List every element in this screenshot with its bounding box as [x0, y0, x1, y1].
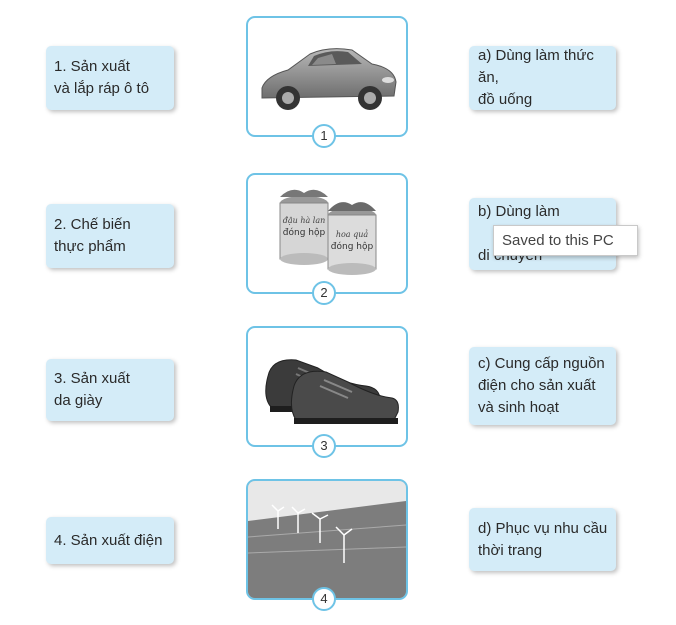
- right-item-c: c) Cung cấp nguồn điện cho sản xuất và s…: [469, 347, 616, 425]
- car-icon: [261, 48, 397, 110]
- picture-frame-2: đậu hà lan đóng hộp hoa quả đóng hộp 2: [246, 173, 408, 305]
- saved-tooltip: Saved to this PC: [493, 225, 638, 256]
- wind-turbine-icon: [248, 481, 406, 598]
- picture-frame-3: 3: [246, 326, 408, 458]
- can-2-label-top: hoa quả: [336, 230, 369, 239]
- can-1-label-bottom: đóng hộp: [283, 227, 326, 238]
- left-item-3: 3. Sản xuất da giày: [46, 359, 174, 421]
- right-item-d-text: d) Phục vụ nhu cầu thời trang: [478, 519, 608, 559]
- left-item-4: 4. Sản xuất điện: [46, 517, 174, 564]
- picture-frame-1: 1: [246, 16, 408, 148]
- picture-number-2: 2: [312, 281, 336, 305]
- left-item-2-text: 2. Chế biến thực phẩm: [54, 216, 131, 255]
- picture-number-1: 1: [312, 124, 336, 148]
- right-item-c-text: c) Cung cấp nguồn điện cho sản xuất và s…: [478, 355, 605, 416]
- right-item-a-text: a) Dùng làm thức ăn, đồ uống: [478, 47, 594, 108]
- right-item-a: a) Dùng làm thức ăn, đồ uống: [469, 46, 616, 110]
- left-item-2: 2. Chế biến thực phẩm: [46, 204, 174, 268]
- can-1-label-top: đậu hà lan: [283, 216, 326, 225]
- canned-food-icon: đậu hà lan đóng hộp hoa quả đóng hộp: [279, 189, 377, 275]
- left-item-1-text: 1. Sản xuất và lắp ráp ô tô: [54, 58, 150, 97]
- right-item-d: d) Phục vụ nhu cầu thời trang: [469, 508, 616, 571]
- can-2-label-bottom: đóng hộp: [331, 241, 374, 252]
- left-item-1: 1. Sản xuất và lắp ráp ô tô: [46, 46, 174, 110]
- picture-number-4: 4: [312, 587, 336, 611]
- left-item-3-text: 3. Sản xuất da giày: [54, 370, 130, 409]
- picture-number-3: 3: [312, 434, 336, 458]
- shoe-icon: [265, 359, 399, 424]
- left-item-4-text: 4. Sản xuất điện: [54, 531, 163, 549]
- picture-frame-4: 4: [246, 479, 408, 611]
